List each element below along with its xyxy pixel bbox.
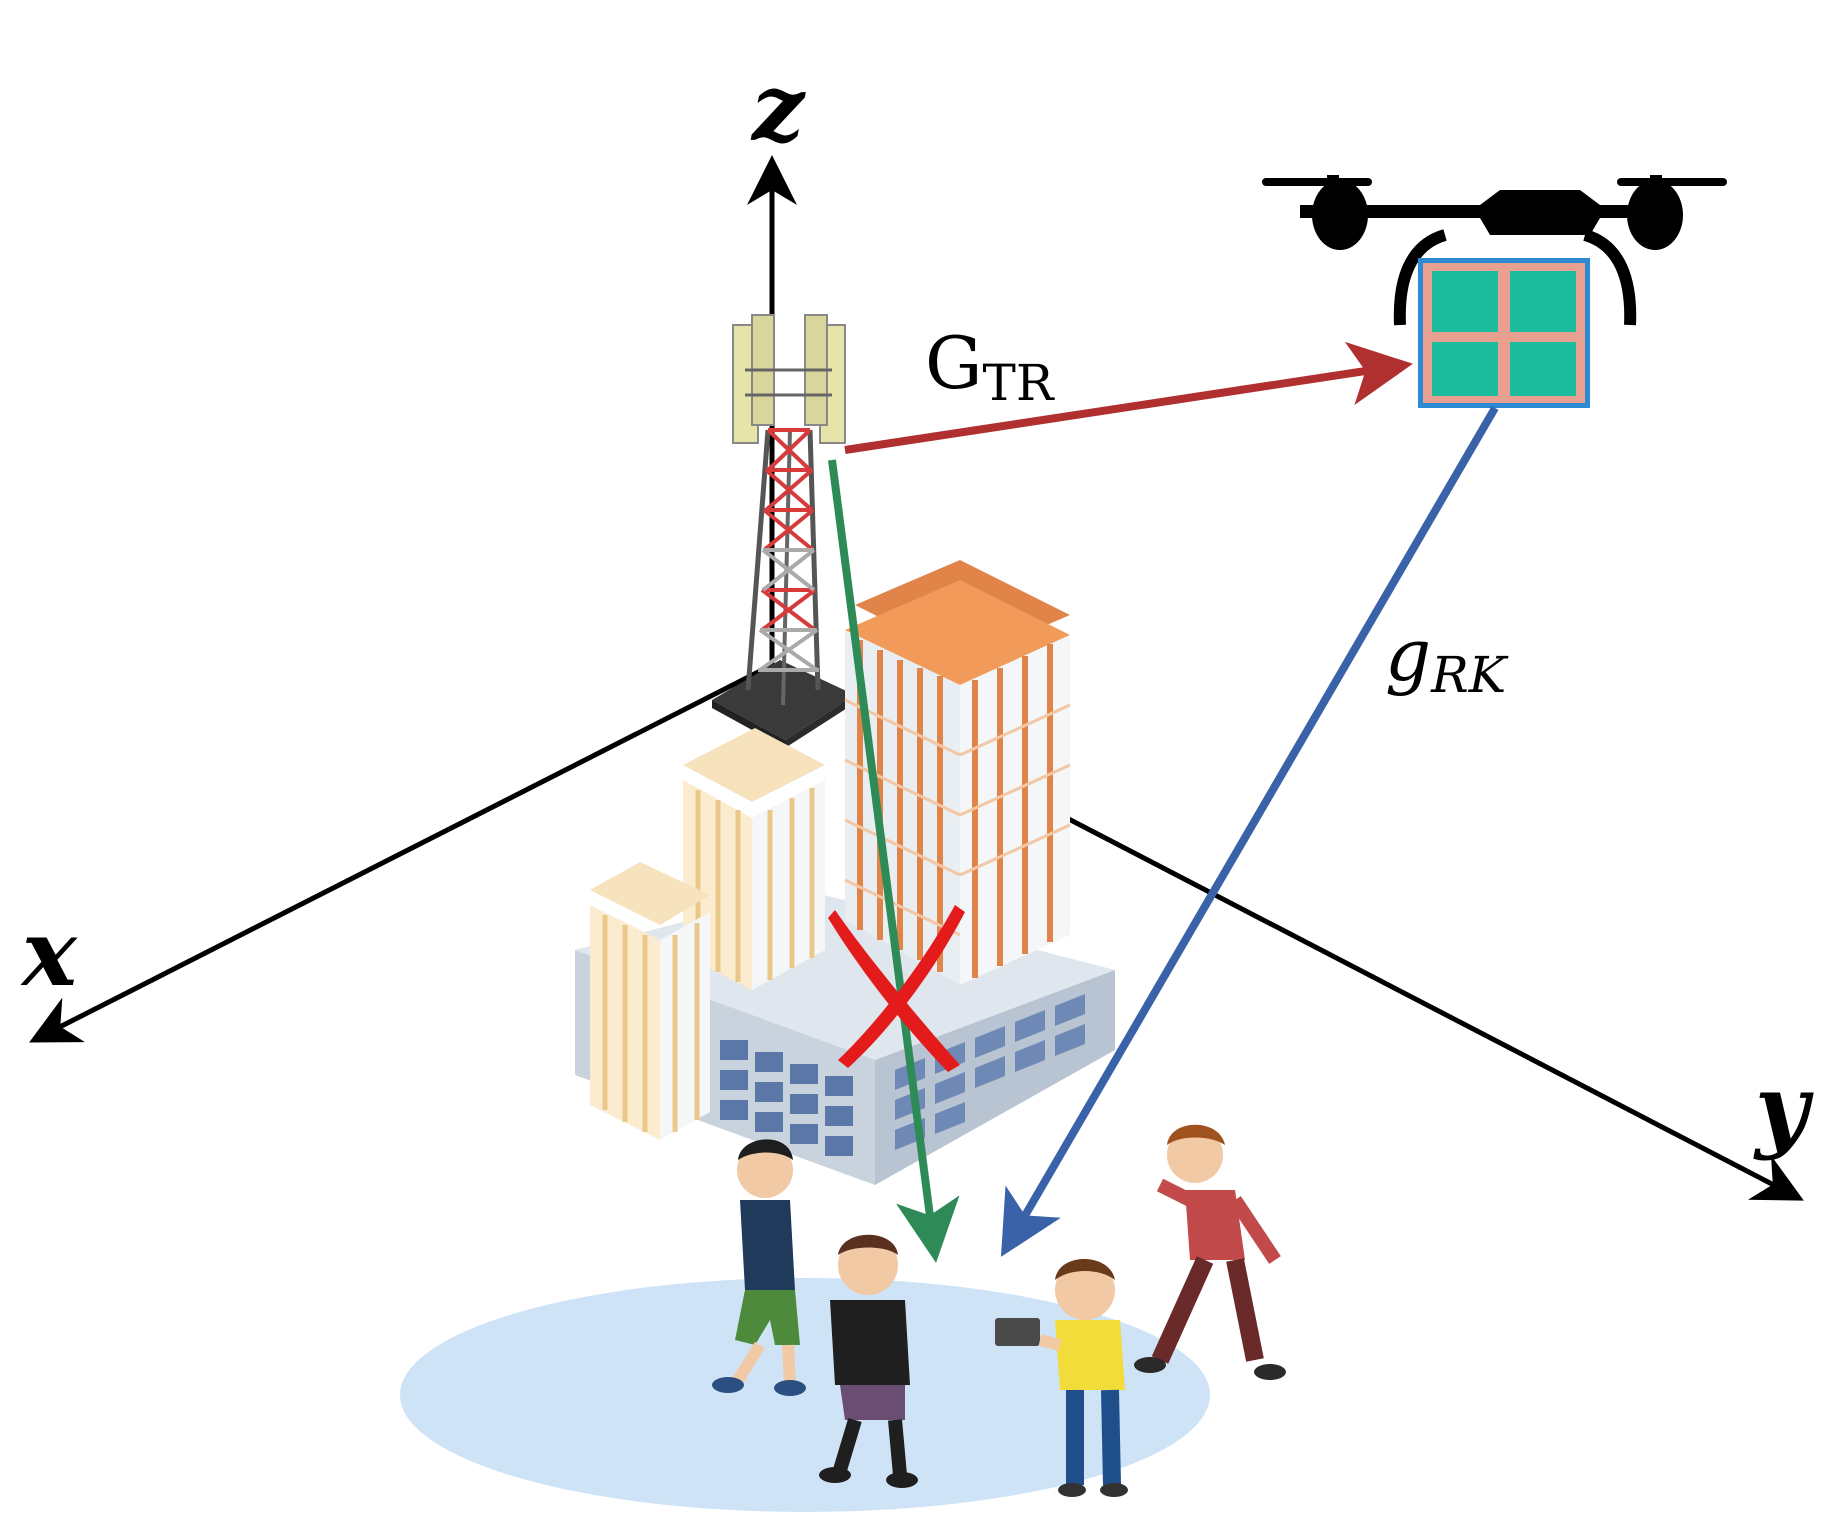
- channel-direct-bs-to-users-arrow: [828, 459, 960, 1263]
- x-axis-label: x: [20, 899, 78, 1007]
- channel-ris-to-users-arrow: [1000, 405, 1499, 1257]
- channel-bs-to-ris-subscript: TR: [983, 354, 1055, 412]
- z-axis-label: z: [750, 54, 806, 162]
- user-icon: [712, 1124, 1286, 1497]
- y-axis-label: y: [1753, 1054, 1814, 1162]
- channel-bs-to-ris-label: GTR: [925, 321, 1055, 412]
- channel-ris-to-users-symbol: g: [1385, 613, 1431, 697]
- blocked-link-mark: [828, 905, 965, 1072]
- base-station-tower-icon: [712, 314, 855, 748]
- channel-bs-to-ris-arrow: [844, 341, 1413, 454]
- channel-ris-to-users-label: gRK: [1385, 613, 1509, 704]
- building-icon: [575, 560, 1115, 1185]
- drone-icon: [1262, 175, 1727, 326]
- x-axis: [29, 662, 774, 1043]
- channel-bs-to-ris-symbol: G: [925, 321, 983, 405]
- channel-ris-to-users-subscript: RK: [1430, 646, 1509, 704]
- ris-panel-icon: [1418, 258, 1590, 408]
